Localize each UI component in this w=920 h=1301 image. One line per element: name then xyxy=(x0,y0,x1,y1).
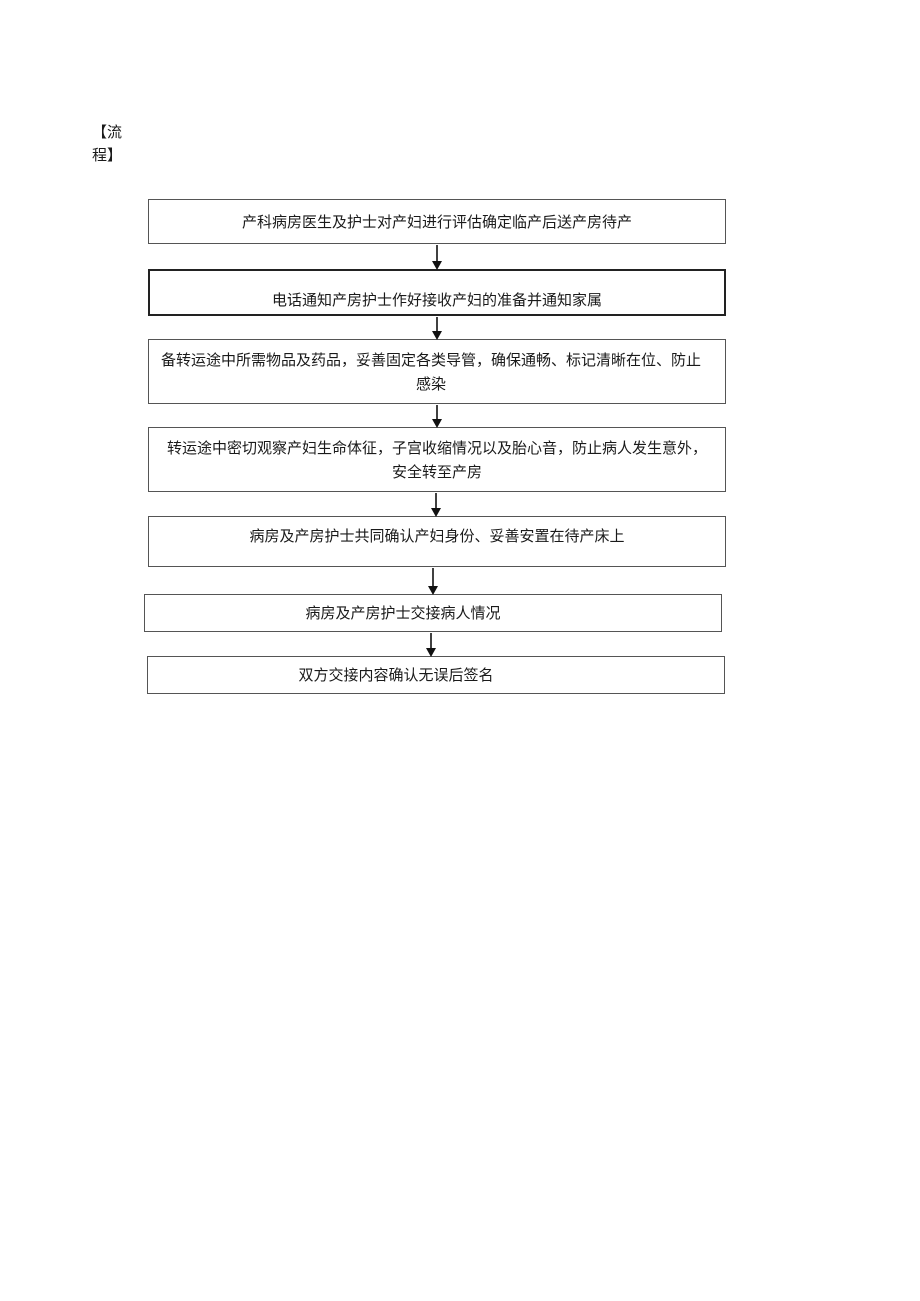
flow-step-2-text: 电话通知产房护士作好接收产妇的准备并通知家属 xyxy=(271,290,602,309)
flow-step-2: 电话通知产房护士作好接收产妇的准备并通知家属 xyxy=(148,269,726,316)
flow-step-7: 双方交接内容确认无误后签名 xyxy=(147,656,725,694)
arrow-step3-to-step4 xyxy=(432,405,442,428)
flow-step-3-text: 备转运途中所需物品及药品，妥善固定各类导管，确保通畅、标记清晰在位、防止感染 xyxy=(161,350,702,393)
flow-step-1: 产科病房医生及护士对产妇进行评估确定临产后送产房待产 xyxy=(148,199,726,244)
flow-step-4-text: 转运途中密切观察产妇生命体征，子宫收缩情况以及胎心音，防止病人发生意外，安全转至… xyxy=(166,438,707,481)
flow-step-6: 病房及产房护士交接病人情况 xyxy=(144,594,722,632)
heading-line-2: 程】 xyxy=(92,146,123,164)
flow-step-5: 病房及产房护士共同确认产妇身份、妥善安置在待产床上 xyxy=(148,516,726,567)
flow-step-6-text: 病房及产房护士交接病人情况 xyxy=(305,604,501,622)
arrow-step4-to-step5 xyxy=(431,493,441,517)
heading-line-1: 【流 xyxy=(92,123,123,141)
flow-heading: 【流 程】 xyxy=(92,121,132,167)
flow-step-7-text: 双方交接内容确认无误后签名 xyxy=(298,666,494,684)
flow-step-1-text: 产科病房医生及护士对产妇进行评估确定临产后送产房待产 xyxy=(241,212,632,231)
arrow-step1-to-step2 xyxy=(432,245,442,270)
flow-step-5-text: 病房及产房护士共同确认产妇身份、妥善安置在待产床上 xyxy=(249,526,625,545)
arrow-step2-to-step3 xyxy=(432,317,442,340)
flow-step-3: 备转运途中所需物品及药品，妥善固定各类导管，确保通畅、标记清晰在位、防止感染 xyxy=(148,339,726,404)
flow-step-4: 转运途中密切观察产妇生命体征，子宫收缩情况以及胎心音，防止病人发生意外，安全转至… xyxy=(148,427,726,492)
arrow-step6-to-step7 xyxy=(426,633,436,657)
arrow-step5-to-step6 xyxy=(428,568,438,595)
